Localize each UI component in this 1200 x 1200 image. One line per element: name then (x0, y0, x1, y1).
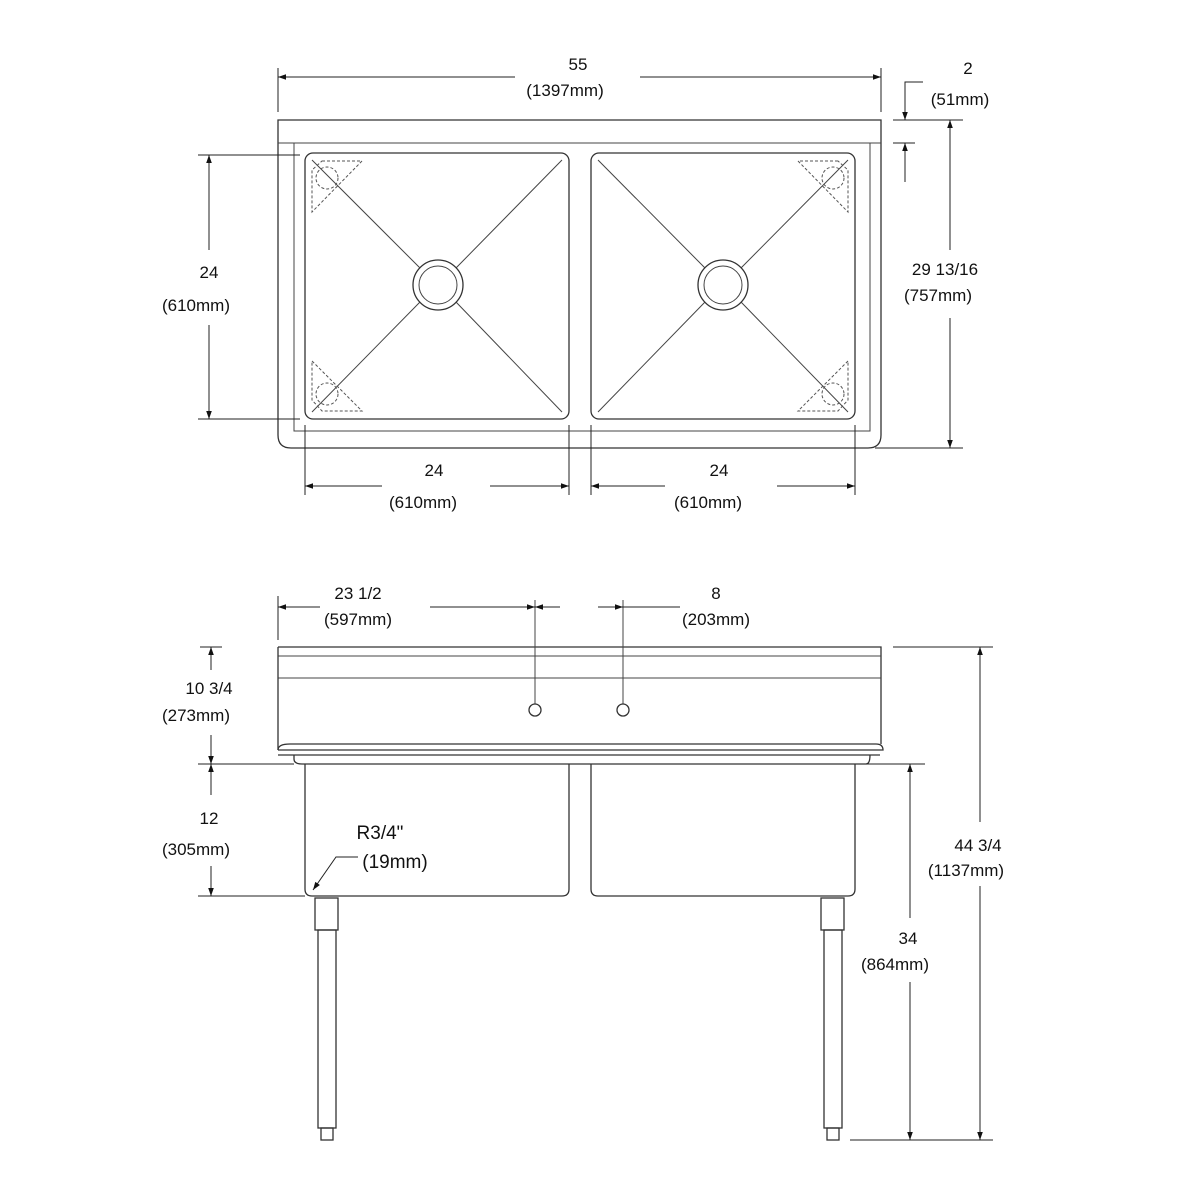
dim-bowl-depth-plan: 24 (610mm) (162, 154, 300, 420)
dim-label: 55 (569, 55, 588, 74)
dim-label: 23 1/2 (334, 584, 381, 603)
dim-backsplash-depth: 2 (51mm) (893, 59, 989, 182)
backsplash-front (277, 646, 884, 765)
dim-label-metric: (610mm) (389, 493, 457, 512)
dim-label-metric: (305mm) (162, 840, 230, 859)
dim-label-metric: (1397mm) (526, 81, 603, 100)
dim-left-bowl-width: 24 (610mm) (304, 425, 570, 512)
dim-rim-height: 34 (864mm) (850, 763, 993, 1141)
faucet-hole-icon (616, 703, 630, 717)
plan-view: 55 (1397mm) 2 (51mm) 24 (610mm) 29 13/16 (162, 55, 989, 512)
dim-label-metric: (610mm) (162, 296, 230, 315)
dim-label: 12 (200, 809, 219, 828)
dim-overall-depth: 29 13/16 (757mm) (875, 119, 978, 449)
right-bowl-top (590, 152, 856, 420)
dim-label: 34 (899, 929, 918, 948)
dim-label: 2 (963, 59, 972, 78)
dim-right-bowl-width: 24 (610mm) (590, 425, 856, 512)
dim-label: 24 (710, 461, 729, 480)
sink-outline-top (277, 119, 882, 449)
dim-label-metric: (19mm) (362, 852, 427, 873)
dim-label-metric: (203mm) (682, 610, 750, 629)
dim-overall-height: 44 3/4 (1137mm) (893, 646, 1004, 1140)
dim-label: 24 (425, 461, 444, 480)
dim-faucet-offset: 23 1/2 (597mm) (277, 584, 535, 640)
dim-label-metric: (610mm) (674, 493, 742, 512)
dim-label-metric: (864mm) (861, 955, 929, 974)
dim-label: 8 (711, 584, 720, 603)
bowls-front (304, 764, 856, 897)
dim-faucet-spacing: 8 (203mm) (535, 584, 750, 629)
drain-icon (412, 259, 464, 311)
drain-icon (697, 259, 749, 311)
dim-corner-radius: R3/4" (19mm) (312, 823, 428, 891)
dim-label-metric: (273mm) (162, 706, 230, 725)
dim-label: 24 (200, 263, 219, 282)
dim-label: 44 3/4 (954, 836, 1001, 855)
dim-label: R3/4" (357, 823, 404, 844)
dim-backsplash-height: 10 3/4 (273mm) (162, 646, 294, 765)
dim-label-metric: (597mm) (324, 610, 392, 629)
right-leg (820, 897, 845, 1141)
dim-label: 29 13/16 (912, 260, 978, 279)
faucet-holes (528, 600, 630, 717)
dim-label: 10 3/4 (185, 679, 232, 698)
faucet-hole-icon (528, 703, 542, 717)
dim-label-metric: (1137mm) (928, 861, 1004, 880)
dim-bowl-depth: 12 (305mm) (162, 764, 305, 897)
left-leg (314, 897, 339, 1141)
dim-label-metric: (51mm) (931, 90, 990, 109)
dim-label-metric: (757mm) (904, 286, 972, 305)
dim-overall-width: 55 (1397mm) (277, 55, 882, 112)
left-bowl-top (304, 152, 570, 420)
front-view: 23 1/2 (597mm) 8 (203mm) 10 3/4 (273mm) … (162, 584, 1004, 1141)
